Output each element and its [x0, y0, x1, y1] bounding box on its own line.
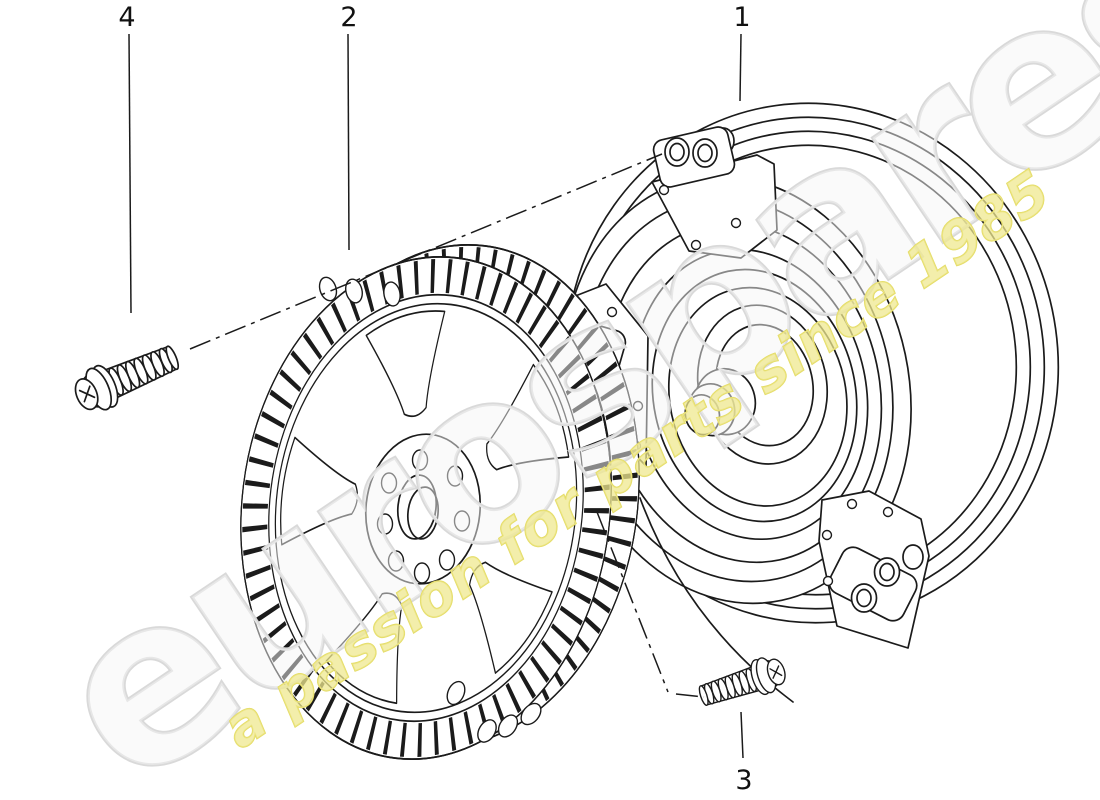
- leader-line-4: [128, 33, 132, 314]
- converter-mounting-lug-top: [651, 126, 778, 259]
- callout-2[interactable]: 2: [340, 2, 357, 33]
- callout-4[interactable]: 4: [118, 2, 135, 33]
- flywheel-hub: [364, 433, 482, 585]
- leader-line-1: [739, 33, 742, 102]
- flywheel-rim-holes: [318, 276, 542, 743]
- leader-line-2: [347, 33, 350, 251]
- axis-line-upper: [189, 153, 663, 350]
- callout-1[interactable]: 1: [733, 2, 750, 33]
- leader-line-3: [740, 711, 744, 759]
- torque-converter: [553, 102, 1060, 703]
- axis-line-lower: [596, 511, 705, 698]
- flywheel: [240, 244, 640, 760]
- callouts: 1 2 3 4: [118, 2, 752, 796]
- callout-3[interactable]: 3: [735, 765, 752, 796]
- converter-mounting-lug-bottom: [818, 490, 930, 649]
